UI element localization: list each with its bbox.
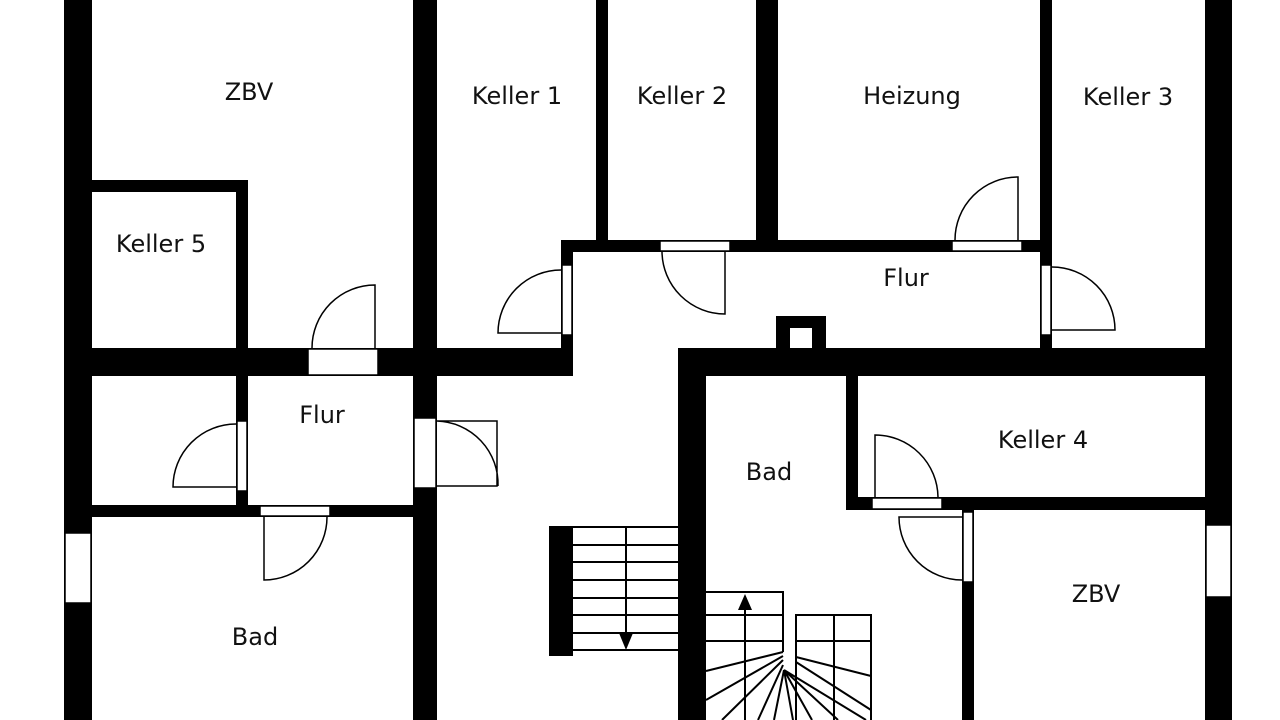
door-frame (1040, 264, 1052, 336)
wall (756, 0, 778, 252)
door-frame (962, 511, 974, 583)
door-swings (172, 176, 1116, 581)
openings (64, 240, 1232, 604)
door-frame (561, 264, 573, 336)
outer-wall-left (64, 0, 92, 720)
room-label-keller-2: Keller 2 (636, 82, 728, 110)
room-label-keller-4: Keller 4 (997, 426, 1089, 454)
room-label-flur: Flur (299, 401, 345, 429)
arrow-up-icon (738, 594, 752, 610)
door-swing (661, 251, 726, 315)
wall (92, 180, 248, 192)
window-right (1205, 524, 1232, 598)
spiral-stair (705, 591, 872, 720)
arrow-down-icon (619, 633, 633, 650)
room-label-keller-3: Keller 3 (1082, 83, 1174, 111)
door-frame (871, 497, 943, 510)
wall (846, 376, 858, 510)
door-frame (659, 240, 731, 252)
door-swing (898, 516, 963, 581)
wall (92, 505, 413, 517)
room-label-heizung: Heizung (863, 82, 961, 110)
chimney-flue (790, 328, 812, 348)
door-frame (413, 417, 437, 489)
room-label-bad: Bad (745, 458, 793, 486)
door-swing (497, 269, 562, 334)
room-label-keller-1: Keller 1 (471, 82, 563, 110)
door-frame (307, 348, 379, 376)
window-left (64, 532, 92, 604)
wall (596, 0, 608, 252)
wall (678, 348, 706, 720)
stair-wall (549, 526, 573, 656)
door-frame (259, 505, 331, 517)
wall (678, 348, 1232, 376)
room-label-keller-5: Keller 5 (115, 230, 207, 258)
door-swing (1051, 266, 1116, 331)
door-swing (311, 284, 376, 349)
door-swing (263, 516, 328, 581)
room-label-flur: Flur (883, 264, 929, 292)
door-swing (172, 423, 237, 488)
room-label-zbv: ZBV (1071, 580, 1121, 608)
straight-stair (573, 526, 678, 651)
door-swing (954, 176, 1019, 241)
door-frame (236, 420, 248, 492)
door-swing (874, 434, 939, 498)
room-label-bad: Bad (231, 623, 279, 651)
door-frame (951, 240, 1023, 252)
door-swing (436, 420, 499, 487)
room-label-zbv: ZBV (224, 78, 274, 106)
